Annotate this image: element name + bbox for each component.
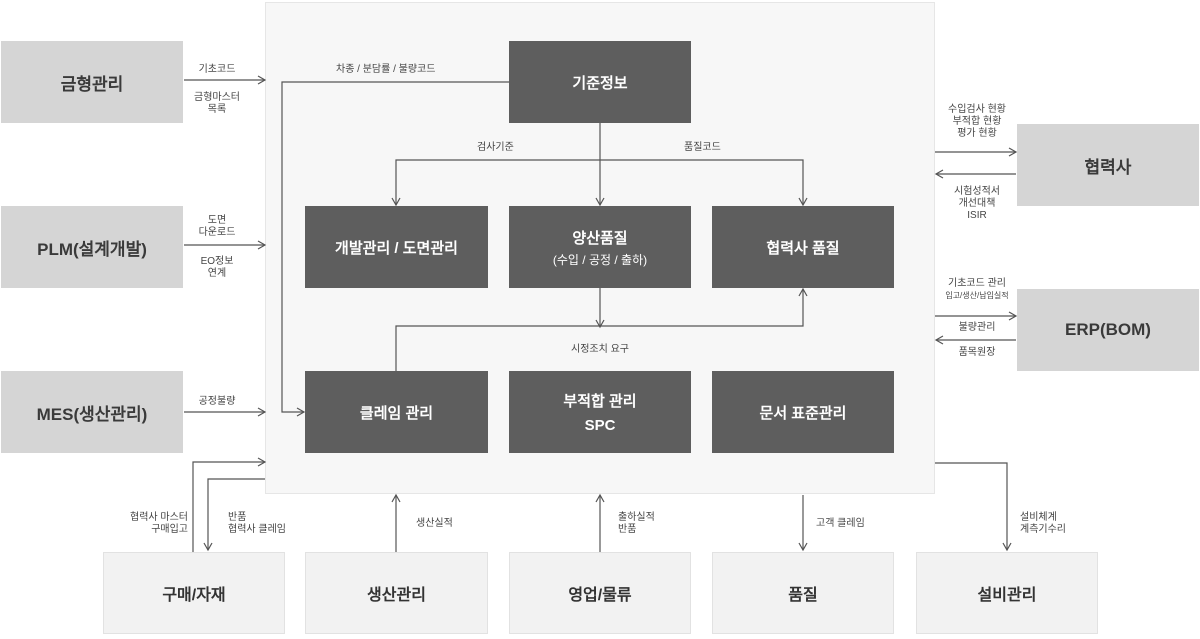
production-box: 생산관리 — [305, 552, 488, 634]
erp-out-label-2: 품목원장 — [958, 347, 996, 358]
base-info-box: 기준정보 — [509, 41, 691, 123]
purchase-label: 구매/자재 — [162, 587, 226, 604]
nonconformity-box: 부적합 관리 SPC — [509, 371, 691, 453]
plm-box: PLM(설계개발) — [1, 206, 183, 288]
quality-label: 품질 — [788, 587, 818, 604]
claim-box: 클레임 관리 — [305, 371, 488, 453]
dev-drawing-label: 개발관리 / 도면관리 — [335, 239, 458, 257]
equipment-down-arrow — [935, 462, 1012, 552]
customer-claim-label: 고객 클레임 — [816, 518, 865, 529]
erp-box: ERP(BOM) — [1017, 289, 1199, 371]
mold-management-box: 금형관리 — [1, 41, 183, 123]
mes-box: MES(생산관리) — [1, 371, 183, 453]
quality-box: 품질 — [712, 552, 894, 634]
purchase-in-arrow — [192, 457, 267, 552]
quality-code-label: 품질코드 — [684, 142, 721, 153]
supplier-label: 협력사 — [1084, 157, 1132, 177]
purchase-box: 구매/자재 — [103, 552, 285, 634]
claim-label: 클레임 관리 — [359, 404, 434, 422]
mass-quality-sub: (수입 / 공정 / 출하) — [552, 252, 648, 267]
spc-label: SPC — [584, 417, 616, 434]
corrective-label: 시정조치 요구 — [571, 344, 629, 355]
inspection-label: 검사기준 — [477, 142, 514, 153]
nonconformity-label: 부적합 관리 — [563, 393, 637, 410]
erp-label: ERP(BOM) — [1065, 320, 1151, 339]
production-result-label: 생산실적 — [416, 518, 453, 529]
sales-label: 영업/물류 — [568, 587, 632, 604]
mes-label-1: 공정불량 — [198, 396, 236, 407]
sales-box: 영업/물류 — [509, 552, 691, 634]
base-to-dev-arrow — [391, 159, 600, 207]
document-standard-box: 문서 표준관리 — [712, 371, 894, 453]
supplier-box: 협력사 — [1017, 124, 1199, 206]
equipment-label: 설비관리 — [977, 587, 1037, 604]
base-to-claim-arrow — [281, 81, 509, 417]
erp-out-label: 불량관리 — [958, 322, 996, 333]
mass-quality-label: 양산품질 — [572, 229, 628, 247]
mass-quality-box: 양산품질 (수입 / 공정 / 출하) — [509, 206, 691, 288]
supplier-quality-box: 협력사 품질 — [712, 206, 894, 288]
base-info-label: 기준정보 — [572, 74, 628, 92]
mold-management-label: 금형관리 — [60, 74, 124, 94]
equipment-box: 설비관리 — [916, 552, 1098, 634]
production-label: 생산관리 — [367, 587, 426, 604]
mes-label: MES(생산관리) — [36, 404, 148, 424]
plm-label: PLM(설계개발) — [37, 239, 147, 259]
purchase-out-arrow — [203, 478, 265, 552]
mold-label-1: 기초코드 — [198, 64, 236, 75]
document-standard-label: 문서 표준관리 — [759, 404, 847, 422]
dev-drawing-box: 개발관리 / 도면관리 — [305, 206, 488, 288]
claim-to-supplier-quality-arrow — [395, 287, 808, 371]
supplier-quality-label: 협력사 품질 — [766, 239, 840, 257]
base-to-supplier-quality-arrow — [600, 159, 808, 207]
car-code-label: 차종 / 분담률 / 불량코드 — [336, 64, 436, 75]
